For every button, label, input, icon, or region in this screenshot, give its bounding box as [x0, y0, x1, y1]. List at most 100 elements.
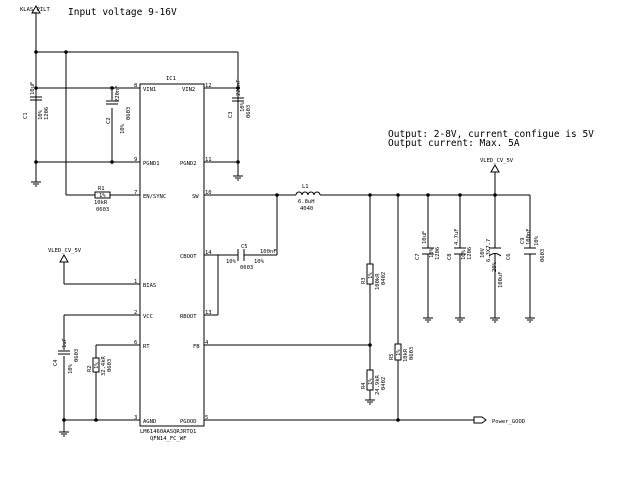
- pin-name: RT: [143, 344, 150, 350]
- bias-net-label: VLED_CV_5V: [48, 248, 82, 263]
- pin-name: RBOOT: [180, 314, 197, 320]
- r3-pkg: 0402: [381, 272, 387, 285]
- output-net-vled: VLED_CV_5V: [480, 158, 514, 173]
- c7-tol: 10%: [429, 247, 435, 258]
- junction-dot: [236, 160, 240, 164]
- pin-num: 5: [205, 415, 208, 421]
- bottom-left-wires: [63, 262, 130, 432]
- l1-value: 6.8uH: [298, 199, 315, 205]
- c8-value: 4.7uF: [454, 228, 460, 245]
- resistor-r2: R2 1% 32.4kR 0603: [87, 355, 113, 376]
- capacitor-c4: 1uF C4 10% 0603: [53, 338, 80, 374]
- junction-dot: [34, 50, 38, 54]
- pin-num: 11: [205, 157, 212, 163]
- power-good-label: Power_GOOD: [492, 419, 525, 425]
- resistor-r3: R3 1% 100kR 0402: [361, 263, 387, 290]
- capacitor-c9: 100nF C9 10% 0603: [520, 228, 546, 262]
- pin-name: BIAS: [143, 283, 156, 289]
- output-voltage-note: Output: 2-8V, current configue is 5V: [388, 129, 594, 140]
- pin-name: CBOOT: [180, 254, 197, 260]
- capacitor-c1: C1 10uF 10% 1206: [23, 82, 50, 120]
- input-voltage-note: Input voltage 9-16V: [68, 7, 177, 18]
- c4-value: 1uF: [62, 338, 68, 348]
- r1-ref: R1: [98, 186, 105, 192]
- c9-value: 100nF: [526, 228, 532, 245]
- pin-name: SW: [192, 194, 199, 200]
- c2-pkg: 0603: [126, 107, 132, 120]
- r1-value: 10kR: [94, 200, 108, 206]
- r2-tol: 1%: [94, 362, 100, 369]
- c2-value: 220nF: [115, 85, 121, 102]
- r5-pkg: 0603: [409, 347, 415, 360]
- c1-tol: 10%: [38, 109, 44, 120]
- ground-symbol: [525, 317, 535, 323]
- c2-ref: C2: [106, 117, 112, 124]
- c3-tol: 10%: [240, 101, 246, 112]
- c7-value: 10uF: [422, 231, 428, 244]
- junction-dot: [275, 193, 279, 197]
- power-good-port: Power_GOOD: [473, 416, 525, 425]
- pin-num: 12: [205, 83, 212, 89]
- capacitor-c2: 220nF C2 10% 0603: [106, 85, 132, 134]
- junction-dot: [458, 193, 462, 197]
- c9-tol: 10%: [534, 235, 540, 246]
- pin-num: 13: [205, 310, 212, 316]
- input-net-klas-pilt: KLAS_PILT: [20, 4, 50, 14]
- pin-name: FB: [193, 344, 200, 350]
- c7-pkg: 1206: [435, 247, 441, 260]
- pin-num: 1: [134, 279, 137, 285]
- c8-pkg: 1206: [467, 247, 473, 260]
- r2-value: 32.4kR: [101, 355, 107, 376]
- r1-pkg: 0603: [96, 207, 109, 213]
- junction-dot: [396, 193, 400, 197]
- c5-value: 100nF: [260, 249, 277, 255]
- r4-ref: R4: [361, 382, 367, 389]
- c3-pkg: 0603: [246, 105, 252, 118]
- c5-tol2: 10%: [254, 259, 265, 265]
- pin-num: 4: [205, 340, 209, 346]
- capacitor-c3: 220nF C3 10% 0603: [228, 79, 252, 118]
- pin-num: 7: [134, 190, 137, 196]
- r2-ref: R2: [87, 365, 93, 372]
- capacitor-c8: 4.7uF C8 10% 1206: [447, 228, 473, 260]
- pin-num: 10: [205, 190, 212, 196]
- pin-num: 6: [134, 340, 137, 346]
- junction-dot: [396, 418, 400, 422]
- ground-symbol: [31, 181, 41, 187]
- r4-pkg: 0402: [381, 377, 387, 390]
- c2-tol: 10%: [120, 123, 126, 134]
- ground-symbol: [490, 317, 500, 323]
- r4-tol: 1%: [368, 378, 374, 385]
- l1-ref: L1: [302, 184, 309, 190]
- pin-name: VCC: [143, 314, 153, 320]
- ground-symbol: [233, 175, 243, 181]
- c8-ref: C8: [447, 253, 453, 260]
- junction-dot: [34, 86, 38, 90]
- c3-ref: C3: [228, 111, 234, 118]
- pin-num: 2: [134, 310, 137, 316]
- ground-symbol: [59, 431, 69, 437]
- c1-ref: C1: [23, 112, 29, 119]
- c3-value: 220nF: [236, 79, 242, 96]
- resistor-r4: R4 1% 24.9kR 0402: [361, 369, 387, 395]
- pin-name: EN/SYNC: [143, 194, 166, 200]
- output-current-note: Output current: Max. 5A: [388, 138, 520, 149]
- r1-tol: 1%: [99, 193, 106, 199]
- c9-pkg: 0603: [540, 249, 546, 262]
- c7-ref: C7: [415, 253, 421, 260]
- c5-ref: C5: [241, 244, 248, 250]
- pin-name: PGOOD: [180, 419, 197, 425]
- pin-num: 9: [134, 157, 137, 163]
- c6-ref: C6: [506, 253, 512, 260]
- pin-name: VIN2: [182, 87, 195, 93]
- r2-pkg: 0603: [107, 359, 113, 372]
- ground-symbol: [455, 317, 465, 323]
- switch-node-wires: [214, 172, 531, 421]
- c1-value: 10uF: [30, 82, 36, 95]
- klas-pilt-label: KLAS_PILT: [20, 7, 50, 13]
- pin-num: 8: [134, 83, 137, 89]
- c4-ref: C4: [53, 359, 59, 366]
- junction-dot: [64, 50, 68, 54]
- c5-pkg: 0603: [240, 265, 253, 271]
- ic1-package: QFN14_FC_WF: [150, 436, 186, 442]
